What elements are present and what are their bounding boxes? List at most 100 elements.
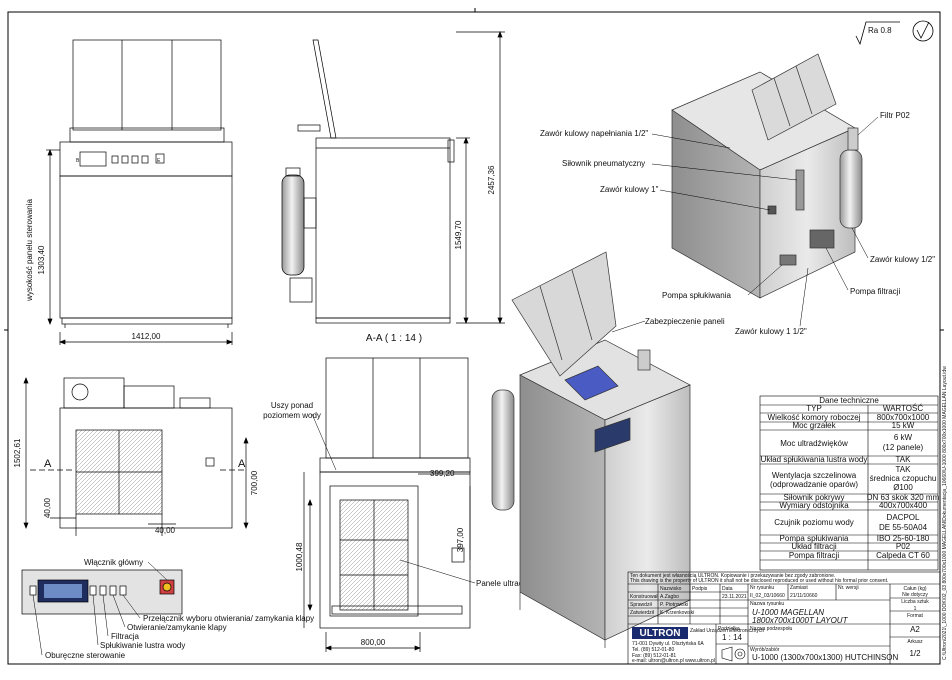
title-row-date: 23.11.2021 (722, 594, 747, 600)
title-notice-en: This drawing is the property of ULTRON i… (630, 578, 888, 584)
callout-filtr: Filtr P02 (880, 111, 910, 120)
section-marker-right: A (238, 458, 246, 470)
title-name-line2: 1800x700x1000T LAYOUT (752, 616, 849, 625)
callout-uszy-2: poziomem wody (263, 411, 321, 420)
title-qty: 1 (914, 606, 917, 612)
title-drawing-no-label: Nr rysunku (750, 585, 774, 591)
company-fax: Fax: (89) 512-01-81 (632, 653, 676, 659)
title-replaces-label: Zamiast (790, 585, 808, 591)
tech-cell: 6 kW (894, 433, 913, 442)
tech-cell: Układ filtracji (791, 542, 837, 551)
title-col-nazwisko: Nazwisko (660, 586, 682, 592)
tech-cell: IBO 25-60-180 (877, 534, 930, 543)
dim-width-front: 1412,00 (132, 332, 161, 341)
company-tel: Tel. (89) 512-01-80 (632, 647, 674, 653)
callout-zawor-1: Zawór kulowy 1" (600, 185, 659, 194)
dim-section-397: 397,00 (456, 527, 465, 552)
dim-height-total: 2457,36 (487, 165, 496, 194)
tech-header-wartosc: WARTOŚĆ (883, 404, 924, 413)
tech-cell: Pompa spłukiwania (780, 534, 849, 543)
title-format: A2 (910, 625, 920, 634)
callout-uszy-1: Uszy ponad (271, 401, 313, 410)
title-name-label: Nazwa rysunku (750, 601, 784, 607)
company-sub: Zakład Urządzeń Elektronicznych (690, 628, 764, 634)
front-panel-marker: B (76, 158, 80, 164)
tech-cell: średnica czopuchu (870, 474, 937, 483)
tech-cell: P02 (896, 542, 911, 551)
section-view-title: A-A ( 1 : 14 ) (366, 333, 422, 344)
title-col-data: Data (722, 586, 733, 592)
dim-plan-b: 40,00 (43, 497, 52, 518)
tech-cell: Czujnik poziomu wody (774, 518, 854, 527)
dim-section-right: 399,20 (430, 469, 455, 478)
iso-view-rear (671, 53, 863, 299)
tech-cell: (12 panele) (883, 443, 924, 452)
title-notice-pl: Ten dokument jest własnością ULTRON. Kop… (630, 573, 835, 579)
title-row-name: A.Zagbo (660, 594, 679, 600)
tech-cell: TAK (896, 455, 912, 464)
callout-zawor-1-half: Zawór kulowy 1 1/2" (735, 327, 807, 336)
callout-obureczne: Oburęczne sterowanie (45, 651, 126, 660)
dim-plan-c: 40,00 (155, 526, 176, 535)
dim-panel-height: 1303,40 (37, 245, 46, 274)
tech-cell: Wymiary odstojnika (779, 501, 849, 510)
tech-data-table (759, 395, 939, 571)
projection-symbol (721, 646, 746, 662)
callout-pompa-filtracji: Pompa filtracji (850, 287, 900, 296)
title-ref-label: Nr. wersji (838, 585, 859, 591)
title-qty-label: Liczba sztuk (901, 599, 929, 605)
title-block (627, 571, 941, 665)
tech-cell: DE 55-50A04 (879, 523, 928, 532)
ultron-logo: ULTRON (632, 627, 688, 639)
title-row-name: K. Krzenkowski (660, 610, 694, 616)
iso-view-front (491, 251, 691, 648)
plan-view (23, 377, 249, 536)
tech-cell: Moc ultradźwięków (780, 439, 848, 448)
callout-zabezpieczenie: Zabezpieczenie paneli (645, 317, 725, 326)
tech-cell: Ø100 (893, 483, 913, 492)
title-row-label: Konstruował (630, 594, 658, 600)
tech-cell: Pompa filtracji (789, 551, 839, 560)
tech-cell: DN 63 skok 320 mm (867, 493, 940, 502)
tech-cell: Wielkość komory roboczej (768, 413, 861, 422)
company-mail: e-mail: ultron@ultron.pl www.ultron.pl (632, 658, 715, 664)
roughness-value: Ra 0.8 (868, 26, 892, 35)
company-logo-text: ULTRON (640, 628, 681, 639)
title-surface: Nie dotyczy (902, 592, 928, 598)
title-row-label: Sprawdził (630, 602, 653, 608)
callout-splukiwanie: Spłukiwanie lustra wody (100, 641, 185, 650)
dim-plan-a: 700,00 (250, 470, 259, 495)
tech-cell: 15 kW (892, 421, 915, 430)
tech-cell: 400x700x400 (879, 501, 928, 510)
side-view (281, 31, 505, 324)
tech-cell: DACPOL (887, 513, 920, 522)
roughness-symbol: Ra 0.8 (855, 20, 934, 46)
sheet-border (7, 11, 941, 665)
callout-wlacznik: Włącznik główny (84, 558, 143, 567)
title-material-label: Nazwa podzespołu (750, 626, 792, 632)
tech-cell: Układ spłukiwania lustra wody (761, 455, 868, 464)
title-col-podpis: Podpis (692, 586, 708, 592)
dim-section-width: 800,00 (361, 638, 386, 647)
dim-plan-depth: 1502,61 (13, 438, 22, 467)
panel-height-label: wysokość panelu sterowania (25, 199, 34, 302)
front-panel-marker-2: E (157, 158, 161, 164)
tech-cell: Calpeda CT 60 (876, 551, 930, 560)
section-marker-left: A (44, 458, 52, 470)
title-scale-label: Podziałka (718, 626, 740, 632)
tech-table-title: Dane techniczne (819, 396, 879, 405)
callout-przelacznik: Przełącznik wyboru otwierania/ zamykania… (143, 614, 314, 623)
title-sheet: 1/2 (909, 649, 921, 658)
title-surface-label: Całun (kg) (903, 586, 926, 592)
dim-section-height: 1000,48 (295, 542, 304, 571)
title-sheet-label: Arkusz (907, 639, 923, 645)
title-name-line1: U-1000 MAGELLAN (752, 608, 824, 617)
callout-zawor-half: Zawór kulowy 1/2" (870, 255, 935, 264)
callout-silownik: Siłownik pneumatyczny (562, 159, 645, 168)
callout-pompa-splukiwania: Pompa spłukiwania (662, 291, 731, 300)
callout-filtracja: Filtracja (111, 632, 140, 641)
control-panel-detail (21, 569, 183, 615)
title-format-label: Format (907, 613, 923, 619)
title-row-name: P. Piotrowski (660, 602, 688, 608)
